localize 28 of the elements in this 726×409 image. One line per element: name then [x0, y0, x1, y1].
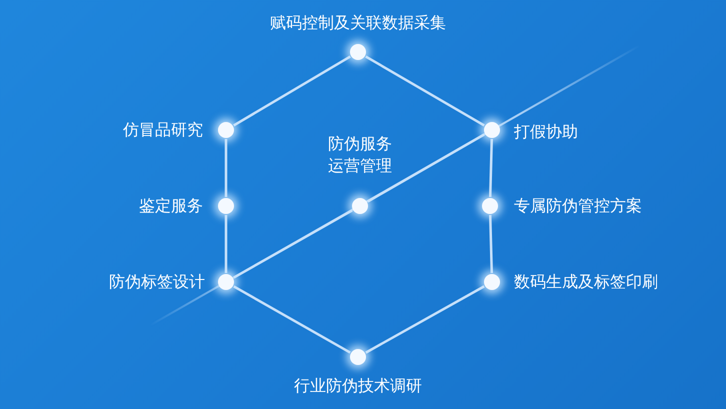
glowing-dot: [218, 122, 234, 138]
glowing-dot: [482, 198, 498, 214]
node-label: 打假协助: [514, 121, 578, 143]
node-label: 仿冒品研究: [123, 119, 203, 141]
connector-line: [365, 285, 485, 354]
node-label: 行业防伪技术调研: [293, 375, 423, 397]
connector-line: [488, 214, 494, 274]
connector-line: [233, 56, 351, 126]
node-label: 防伪服务运营管理: [327, 133, 393, 177]
connector-line: [224, 139, 228, 197]
connector-line: [365, 55, 485, 127]
glowing-dot: [484, 274, 500, 290]
glowing-dot: [350, 44, 366, 60]
glowing-dot: [352, 198, 368, 214]
node-label: 数码生成及标签印刷: [514, 271, 658, 293]
node-label: 防伪标签设计: [109, 271, 205, 293]
glowing-dot: [218, 198, 234, 214]
connector-line: [488, 138, 494, 198]
glowing-dot: [350, 349, 366, 365]
glowing-dot: [484, 122, 500, 138]
connector-line: [233, 209, 353, 279]
glowing-dot: [218, 274, 234, 290]
connector-line: [233, 285, 351, 354]
node-label: 专属防伪管控方案: [514, 195, 642, 217]
node-label: 赋码控制及关联数据采集: [269, 12, 447, 34]
connector-line: [224, 215, 228, 273]
node-label: 鉴定服务: [139, 195, 203, 217]
connector-line: [367, 133, 485, 203]
